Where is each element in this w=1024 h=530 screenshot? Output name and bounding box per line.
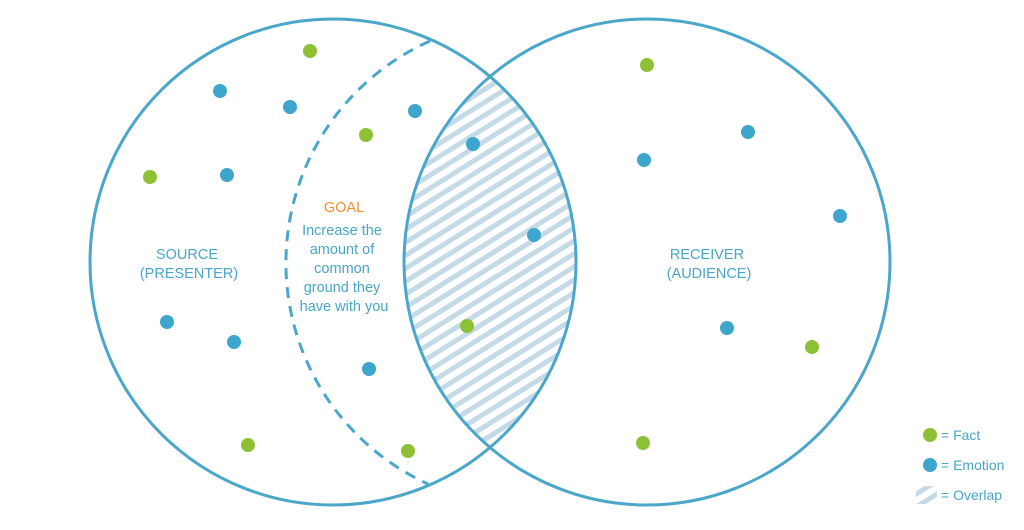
fact-dot [640, 58, 654, 72]
emotion-dot [527, 228, 541, 242]
fact-dot [460, 319, 474, 333]
emotion-dot [833, 209, 847, 223]
goal-text: Increase the amount of common ground the… [300, 223, 389, 315]
receiver-circle [402, 17, 892, 507]
fact-dot [401, 444, 415, 458]
overlap-region [404, 19, 576, 505]
emotion-dot [220, 168, 234, 182]
emotion-dot [283, 100, 297, 114]
fact-dots [143, 44, 819, 458]
emotion-dot [637, 153, 651, 167]
emotion-dot [160, 315, 174, 329]
legend-emotion-dot [923, 458, 937, 472]
emotion-dot [227, 335, 241, 349]
legend: = Fact = Emotion = Overlap [916, 427, 1004, 504]
legend-overlap-label: = Overlap [941, 487, 1002, 503]
emotion-dot [741, 125, 755, 139]
goal-boundary-dashed [284, 39, 431, 486]
emotion-dots [160, 84, 847, 376]
legend-fact: = Fact [923, 427, 980, 443]
emotion-dot [362, 362, 376, 376]
legend-overlap-swatch [916, 486, 937, 504]
goal-title: GOAL [324, 200, 364, 216]
emotion-dot [213, 84, 227, 98]
fact-dot [143, 170, 157, 184]
receiver-label: RECEIVER (AUDIENCE) [667, 247, 752, 282]
source-circle [88, 17, 578, 507]
legend-fact-dot [923, 428, 937, 442]
emotion-dot [408, 104, 422, 118]
fact-dot [359, 128, 373, 142]
fact-dot [636, 436, 650, 450]
emotion-dot [466, 137, 480, 151]
legend-fact-label: = Fact [941, 427, 980, 443]
fact-dot [241, 438, 255, 452]
source-label: SOURCE (PRESENTER) [140, 247, 238, 282]
legend-emotion-label: = Emotion [941, 457, 1004, 473]
emotion-dot [720, 321, 734, 335]
legend-emotion: = Emotion [923, 457, 1004, 473]
fact-dot [303, 44, 317, 58]
legend-overlap: = Overlap [916, 486, 1002, 504]
fact-dot [805, 340, 819, 354]
